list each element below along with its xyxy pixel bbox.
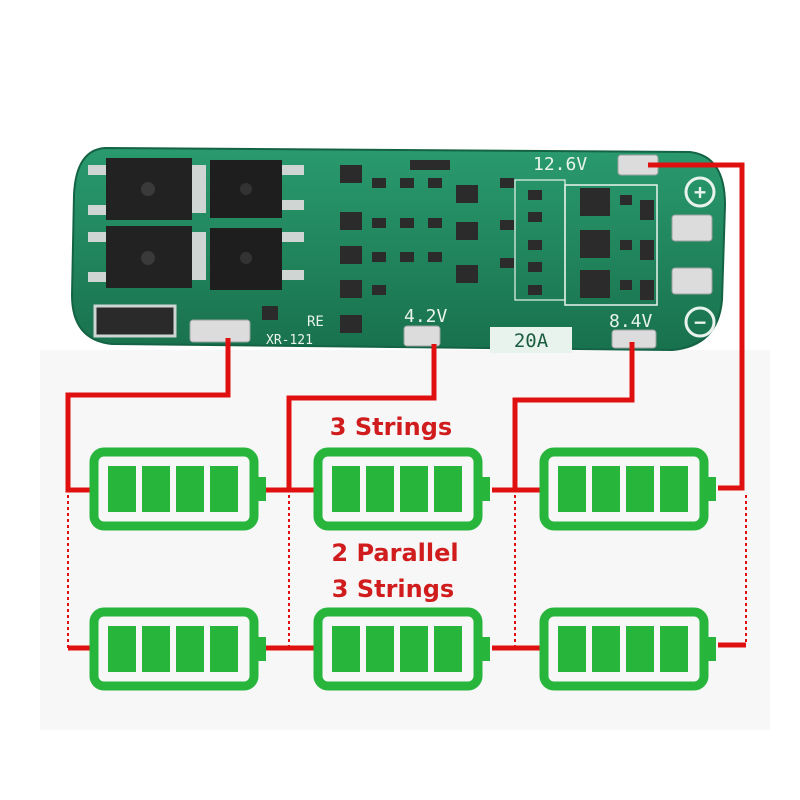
shunt-resistor (93, 304, 177, 338)
wire-negative (65, 338, 231, 493)
label-8v4: 8.4V (609, 311, 653, 332)
smd-components (262, 160, 654, 333)
parallel-label-line2: 3 Strings (332, 575, 454, 603)
current-rating-box (490, 327, 572, 353)
bms-board: + − 12.6V 4.2V 8.4V RE XR-121 20A (70, 146, 727, 353)
model-label: XR-121 (266, 333, 313, 348)
series-label: 3 Strings (330, 413, 452, 441)
label-re: RE (307, 314, 324, 330)
pad-output-positive (671, 214, 713, 242)
wire-12v6 (648, 162, 745, 491)
mosfet-block (88, 158, 304, 290)
parallel-label-line1: 2 Parallel (331, 539, 458, 567)
current-rating-label: 20A (514, 330, 549, 352)
label-12v6: 12.6V (533, 154, 587, 175)
pad-output-negative (671, 267, 713, 295)
pad-4v2 (403, 325, 441, 347)
wire-4v2 (286, 344, 437, 490)
plus-symbol (684, 176, 716, 208)
minus-symbol-glyph: − (694, 310, 706, 334)
minus-symbol (684, 306, 716, 338)
series-wires (65, 162, 746, 651)
plus-symbol-glyph: + (694, 180, 706, 204)
parallel-links (67, 495, 747, 648)
pad-negative-b (189, 319, 251, 343)
label-4v2: 4.2V (404, 306, 448, 327)
wire-8v4 (512, 342, 635, 490)
